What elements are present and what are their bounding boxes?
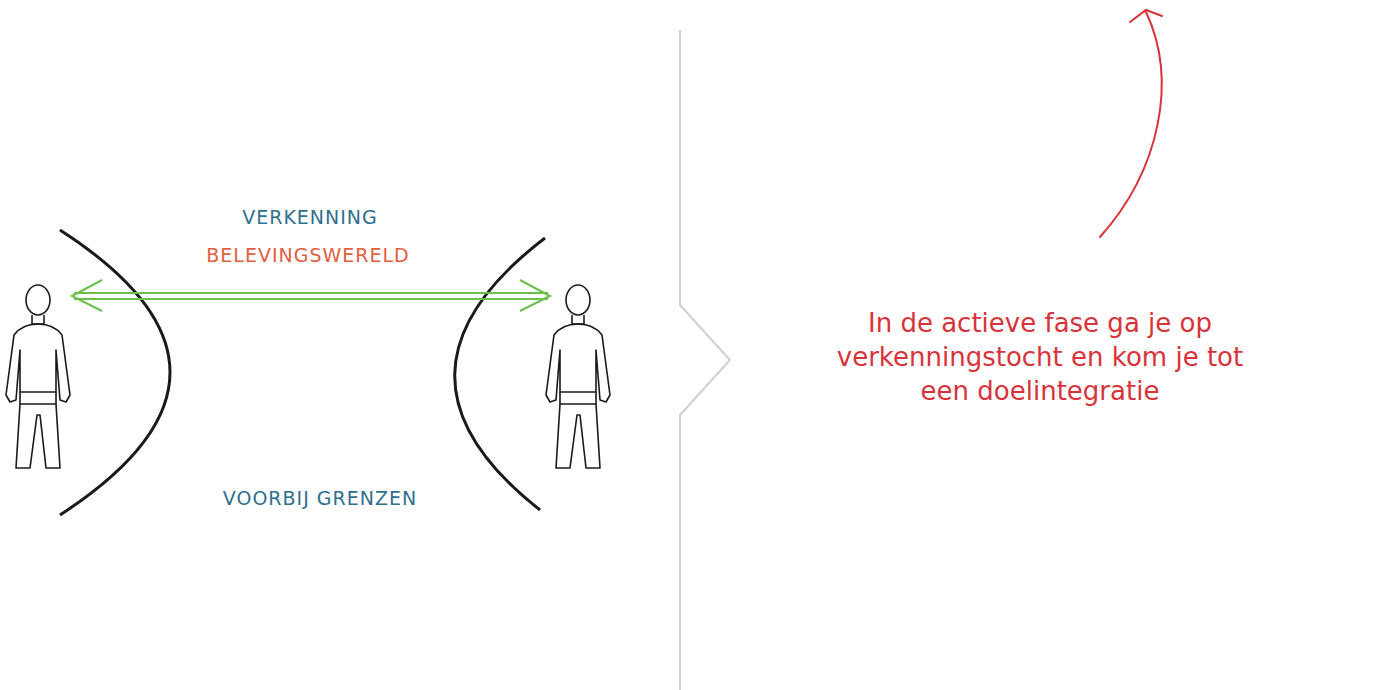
torso: [6, 324, 70, 402]
arrow-head: [72, 280, 102, 311]
head: [566, 285, 590, 315]
boundary-arc: [455, 238, 545, 510]
belt: [560, 392, 596, 404]
person-figure: [546, 285, 610, 468]
pointer-arrow: [1100, 10, 1162, 237]
arrow-head: [1130, 10, 1162, 22]
section-heading: BELEVINGSWERELD: [158, 243, 458, 267]
person-figure: [6, 285, 70, 468]
boundary-arc: [60, 230, 170, 515]
section-heading: VERKENNING: [160, 205, 460, 229]
handwritten-note: In de actieve fase ga je op verkenningst…: [820, 306, 1260, 408]
divider-line: [680, 30, 730, 690]
neck: [572, 315, 584, 324]
arrow-line: [74, 298, 548, 300]
section-heading: VOORBIJ GRENZEN: [170, 486, 470, 510]
torso: [546, 324, 610, 402]
arrow-curve: [1100, 12, 1162, 237]
legs: [556, 404, 600, 468]
arrow-head: [520, 280, 550, 311]
exchange-arrow: [72, 280, 550, 311]
legs: [16, 404, 60, 468]
head: [26, 285, 50, 315]
belt: [20, 392, 56, 404]
neck: [32, 315, 44, 324]
arrow-line: [74, 292, 548, 294]
